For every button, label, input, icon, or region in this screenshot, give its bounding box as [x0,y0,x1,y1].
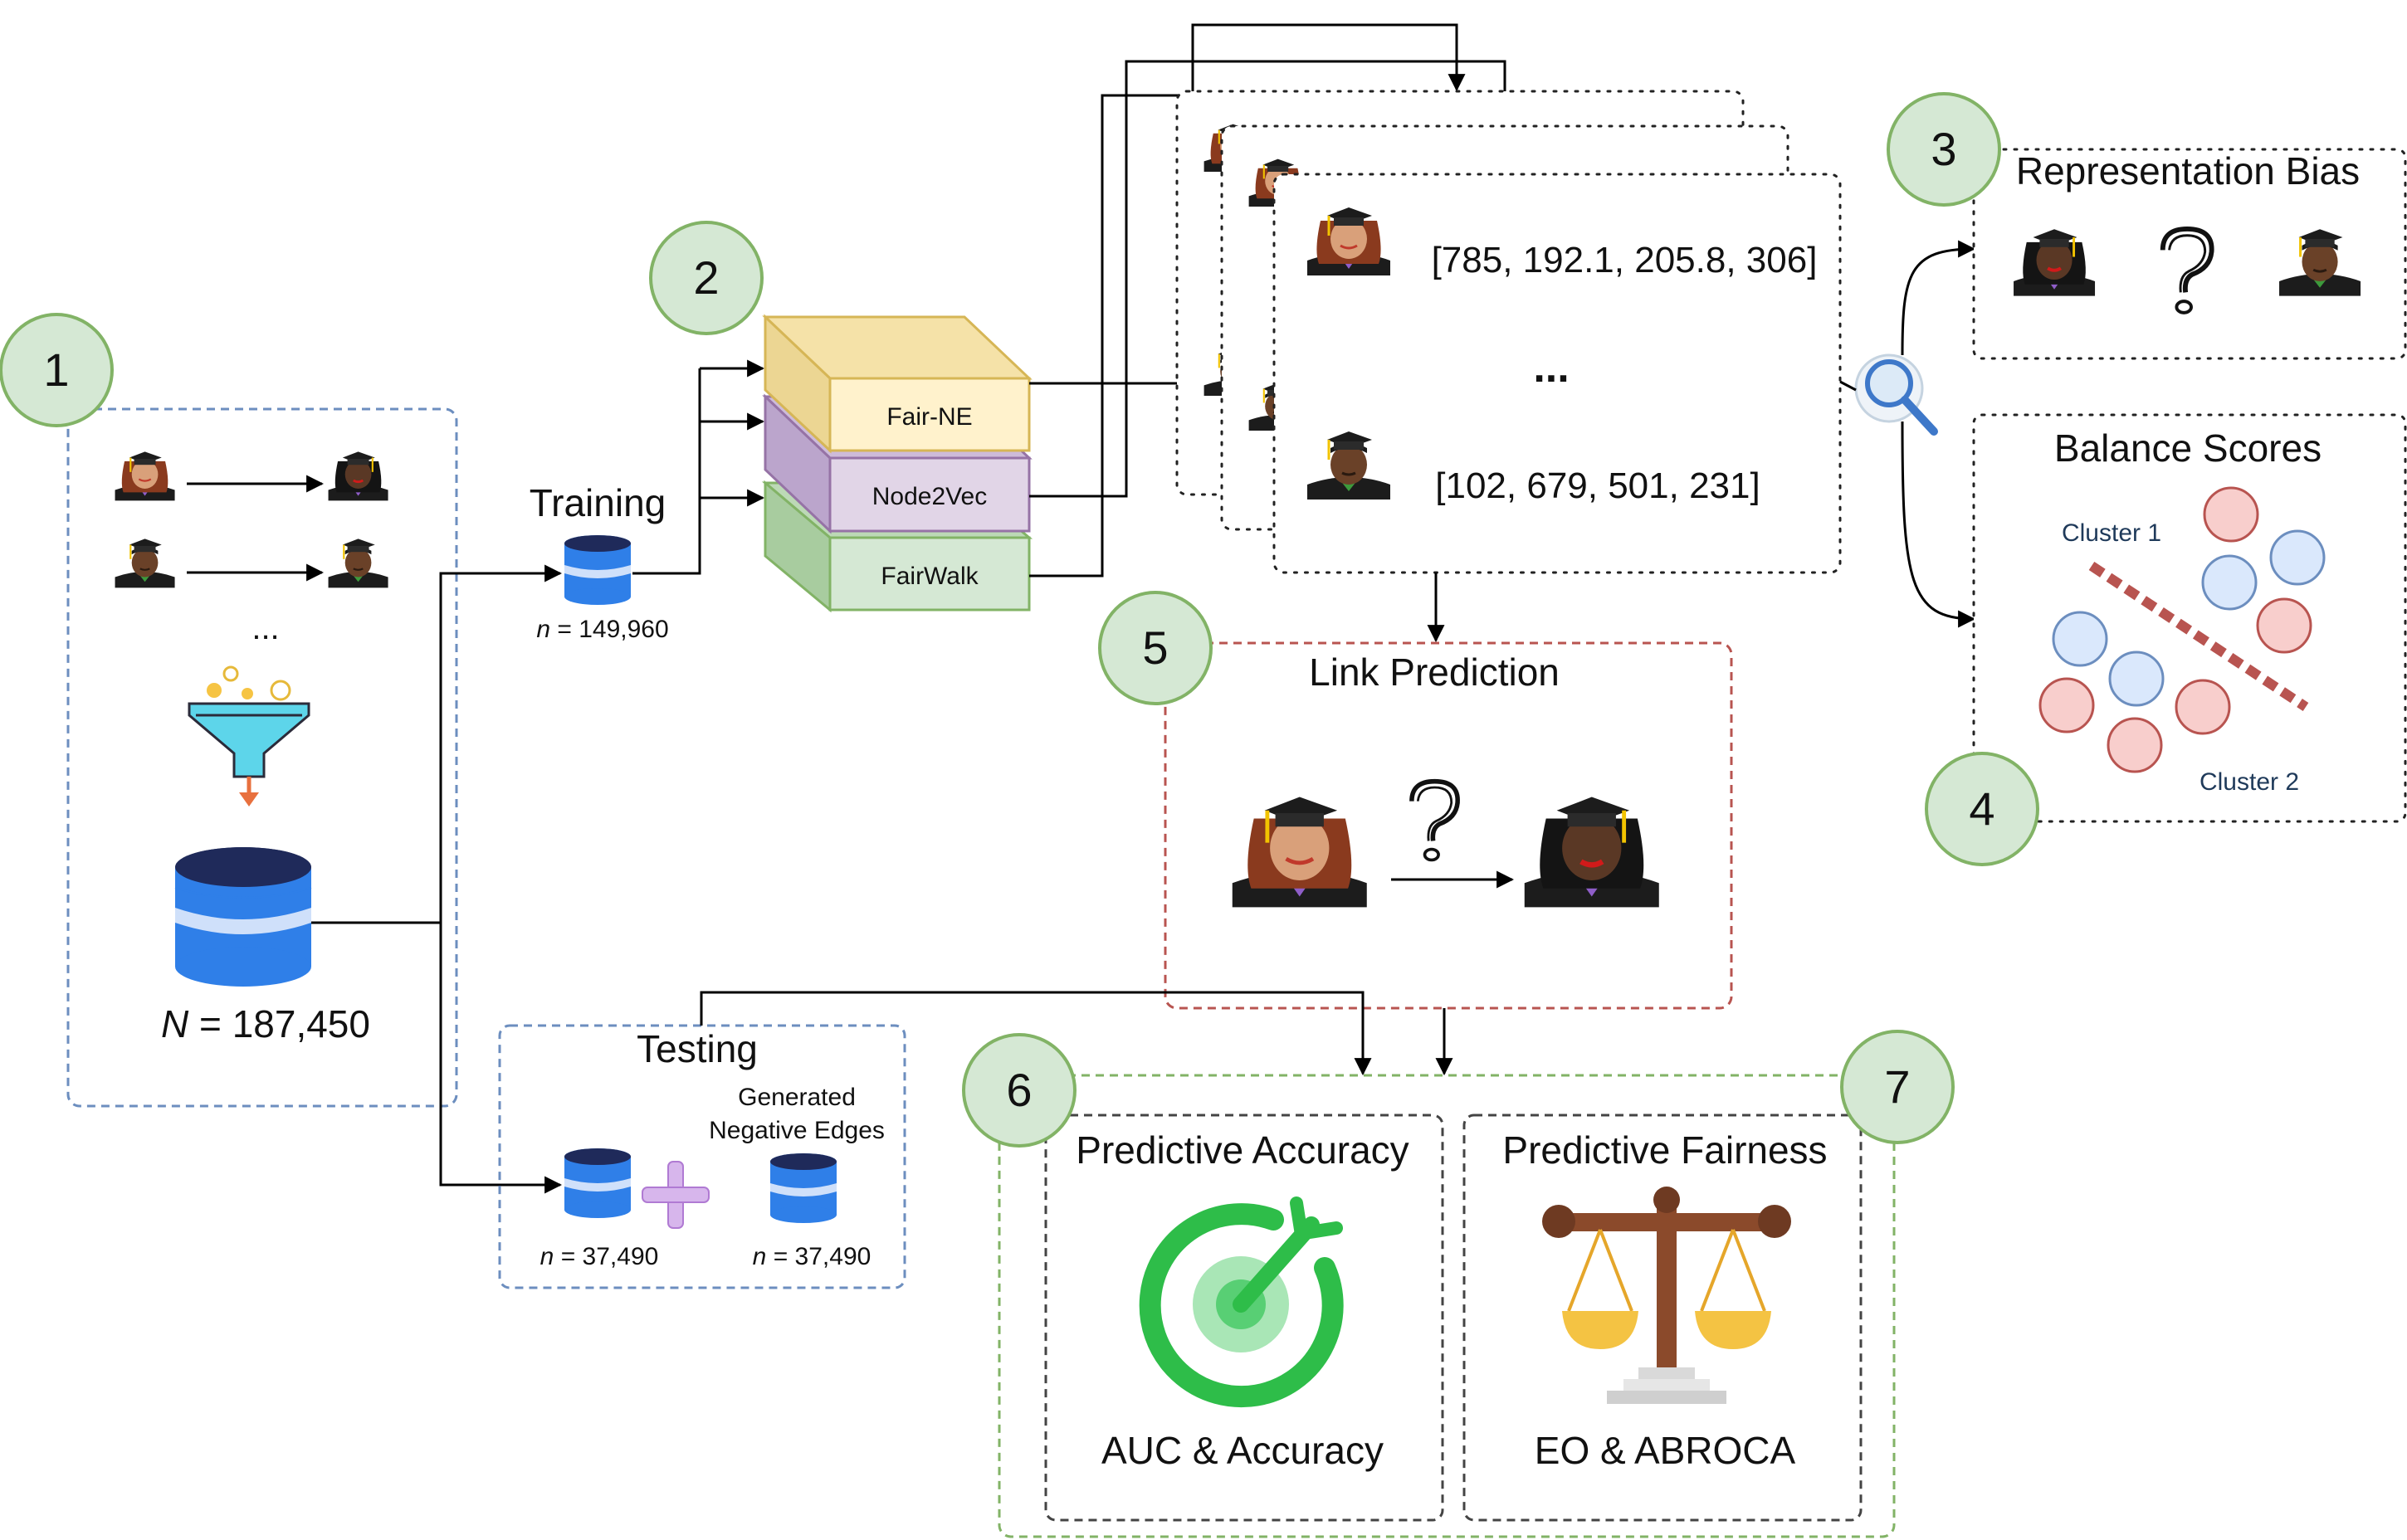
link-prediction-title: Link Prediction [1309,651,1560,694]
embedding-ellipsis: ... [1533,344,1569,392]
svg-text:1: 1 [43,344,69,396]
testing-panel [498,1024,906,1289]
connector-to-testing [439,923,563,1194]
connector-node2vec-output [1029,60,1514,498]
connector-to-balance-scores [1901,421,1976,628]
predictive-accuracy-title: Predictive Accuracy [1076,1128,1409,1172]
predictive-accuracy-metrics: AUC & Accuracy [1101,1429,1384,1472]
svg-text:5: 5 [1142,621,1168,674]
step-3-badge: 3 [1887,92,2001,207]
svg-text:2: 2 [693,251,719,304]
database-icon [174,847,312,987]
dataset-ellipsis: ... [251,610,279,646]
svg-text:6: 6 [1006,1064,1032,1116]
step-2-badge: 2 [649,221,764,335]
link-prediction-panel [1164,641,1733,1010]
cluster-separator-line [2088,561,2309,712]
cluster-1-label: Cluster 1 [2062,519,2161,547]
cluster-2-label: Cluster 2 [2200,768,2299,796]
generated-negative-edges-line2: Negative Edges [709,1117,885,1144]
step-4-badge: 4 [1925,752,2039,866]
magnifier-icon [1854,353,1938,436]
fairwalk-label: FairWalk [881,563,979,590]
svg-text:7: 7 [1884,1060,1910,1113]
evaluation-panel [998,1074,1896,1538]
dataset-female-source-icon [114,451,176,502]
dataset-size: N = 187,450 [161,1002,370,1045]
testing-size: n = 37,490 [540,1243,659,1270]
negative-edges-size: n = 37,490 [753,1243,872,1270]
scales-icon [1542,1187,1791,1404]
cluster-nodes [2038,486,2326,773]
link-prediction-female-source-icon [1233,797,1367,908]
link-prediction-question-icon [1412,782,1457,860]
predictive-fairness-title: Predictive Fairness [1502,1128,1827,1172]
training-label: Training [530,481,666,524]
fair-ne-block: Fair-NE [762,314,1033,454]
dataset-male-source-icon [114,538,176,589]
dataset-male-target-icon [327,538,389,589]
funnel-filter-icon [188,665,310,807]
connector-to-representation-bias [1901,240,1976,356]
balance-scores-title: Balance Scores [2054,426,2322,470]
generated-negative-edges-line1: Generated [738,1084,856,1111]
fair-ne-label: Fair-NE [886,403,972,431]
connector-fair-ne-output [1029,23,1466,385]
training-size: n = 149,960 [536,616,668,643]
predictive-fairness-panel [1462,1114,1863,1522]
representation-bias-title: Representation Bias [2016,149,2360,192]
step-7-badge: 7 [1840,1030,1955,1144]
predictive-accuracy-panel [1044,1114,1444,1522]
negative-edges-database-icon [770,1153,837,1223]
embedding-card-front: [785, 192.1, 205.8, 306] ... [102, 679, … [1272,173,1842,574]
connector-embedding-to-magnifier [1839,380,1857,392]
predictive-fairness-metrics: EO & ABROCA [1535,1429,1796,1472]
svg-text:4: 4 [1969,782,1994,835]
embedding-vector-2: [102, 679, 501, 231] [1435,465,1760,506]
svg-text:3: 3 [1931,123,1956,175]
step-5-badge: 5 [1098,591,1213,705]
representation-bias-panel [1972,148,2407,360]
connector-training-split [632,368,701,575]
embedding-vector-1: [785, 192.1, 205.8, 306] [1432,240,1818,280]
training-database-icon [564,535,631,605]
balance-scores-panel [1972,413,2407,823]
target-icon [1139,1196,1344,1408]
testing-database-icon [564,1148,631,1218]
node2vec-label: Node2Vec [872,483,987,510]
testing-label: Testing [637,1027,758,1070]
link-prediction-female-target-icon [1525,797,1659,908]
dataset-female-target-icon [327,450,389,502]
connector-testing-to-evaluation [700,991,1372,1076]
step-1-badge: 1 [0,313,114,427]
connector-to-training [439,564,563,923]
plus-icon [642,1161,710,1229]
step-6-badge: 6 [962,1033,1077,1148]
dataset-panel [66,407,458,1108]
